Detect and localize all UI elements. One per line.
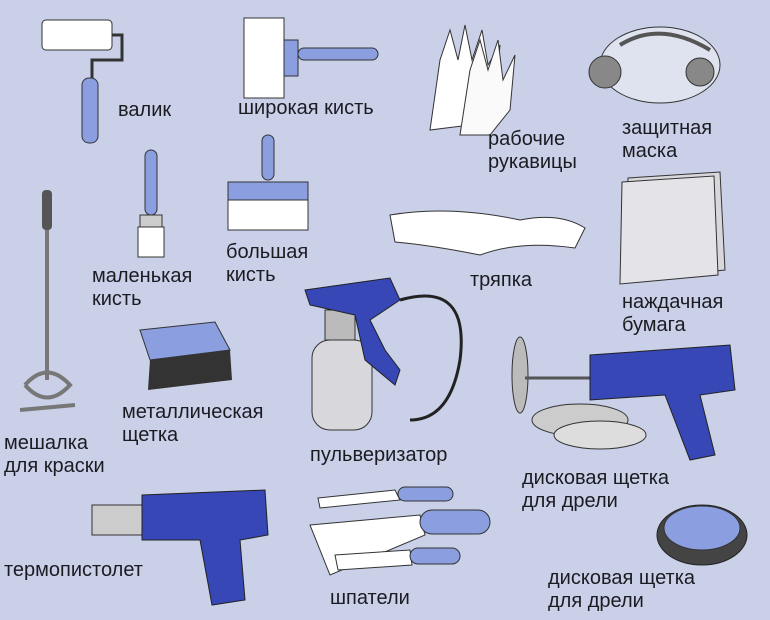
rag-icon bbox=[389, 210, 586, 256]
small-brush-icon bbox=[137, 149, 165, 258]
mask-icon bbox=[588, 26, 721, 104]
label-line: кисть bbox=[226, 264, 276, 286]
label-spatulas: шпатели bbox=[330, 587, 410, 609]
label-line: дисковая щетка bbox=[548, 567, 696, 589]
drill-disc-icon bbox=[511, 336, 736, 461]
label-line: бумага bbox=[622, 314, 686, 336]
label-line: для дрели bbox=[548, 590, 644, 612]
roller-icon bbox=[41, 19, 124, 144]
spatulas-icon bbox=[309, 486, 491, 576]
label-line: защитная bbox=[622, 117, 713, 139]
label-line: для дрели bbox=[522, 490, 618, 512]
label-line: дисковая щетка bbox=[522, 467, 670, 489]
label-line: щетка bbox=[122, 424, 179, 446]
label-heat-gun: термопистолет bbox=[4, 559, 143, 581]
label-roller: валик bbox=[118, 99, 172, 121]
label-line: для краски bbox=[4, 455, 105, 477]
wire-brush-icon bbox=[139, 321, 232, 390]
spray-gun-icon bbox=[304, 277, 463, 431]
label-wide-brush: широкая кисть bbox=[238, 97, 374, 119]
label-rag: тряпка bbox=[470, 269, 533, 291]
disc-brush-icon bbox=[656, 504, 748, 566]
big-brush-icon bbox=[227, 134, 309, 231]
sandpaper-icon bbox=[619, 171, 726, 285]
mixer-icon bbox=[19, 190, 76, 412]
heat-gun-icon bbox=[91, 489, 269, 606]
wide-brush-icon bbox=[243, 17, 379, 99]
label-line: маска bbox=[622, 140, 678, 162]
label-line: наждачная bbox=[622, 291, 724, 313]
label-sprayer: пульверизатор bbox=[310, 444, 448, 466]
gloves-icon bbox=[429, 24, 516, 136]
label-line: рукавицы bbox=[488, 151, 577, 173]
label-line: рабочие bbox=[488, 128, 566, 150]
label-line: кисть bbox=[92, 288, 142, 310]
label-line: маленькая bbox=[92, 265, 193, 287]
label-line: металлическая bbox=[122, 401, 264, 423]
label-line: мешалка bbox=[4, 432, 89, 454]
label-line: большая bbox=[226, 241, 309, 263]
